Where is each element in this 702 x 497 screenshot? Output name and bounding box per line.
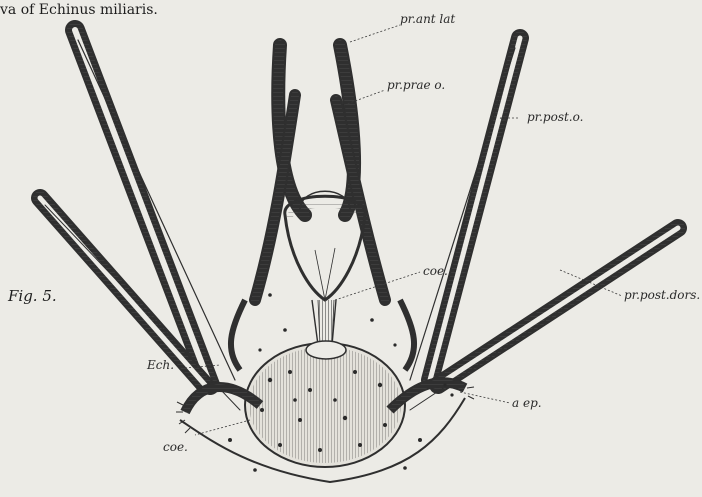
label-coe-lower: coe. <box>163 440 188 454</box>
label-pr-ant-lat: pr.ant lat <box>400 12 455 26</box>
label-pr-post-o: pr.post.o. <box>527 110 583 124</box>
label-pr-prae-o: pr.prae o. <box>387 78 445 92</box>
label-coe-upper: coe. <box>423 264 448 278</box>
label-pr-post-dors: pr.post.dors. <box>624 288 700 302</box>
plate-caption: va of Echinus miliaris. <box>0 2 158 18</box>
label-a-ep: a ep. <box>512 396 542 410</box>
label-ech: Ech. <box>147 358 174 372</box>
figure-label: Fig. 5. <box>8 287 57 305</box>
